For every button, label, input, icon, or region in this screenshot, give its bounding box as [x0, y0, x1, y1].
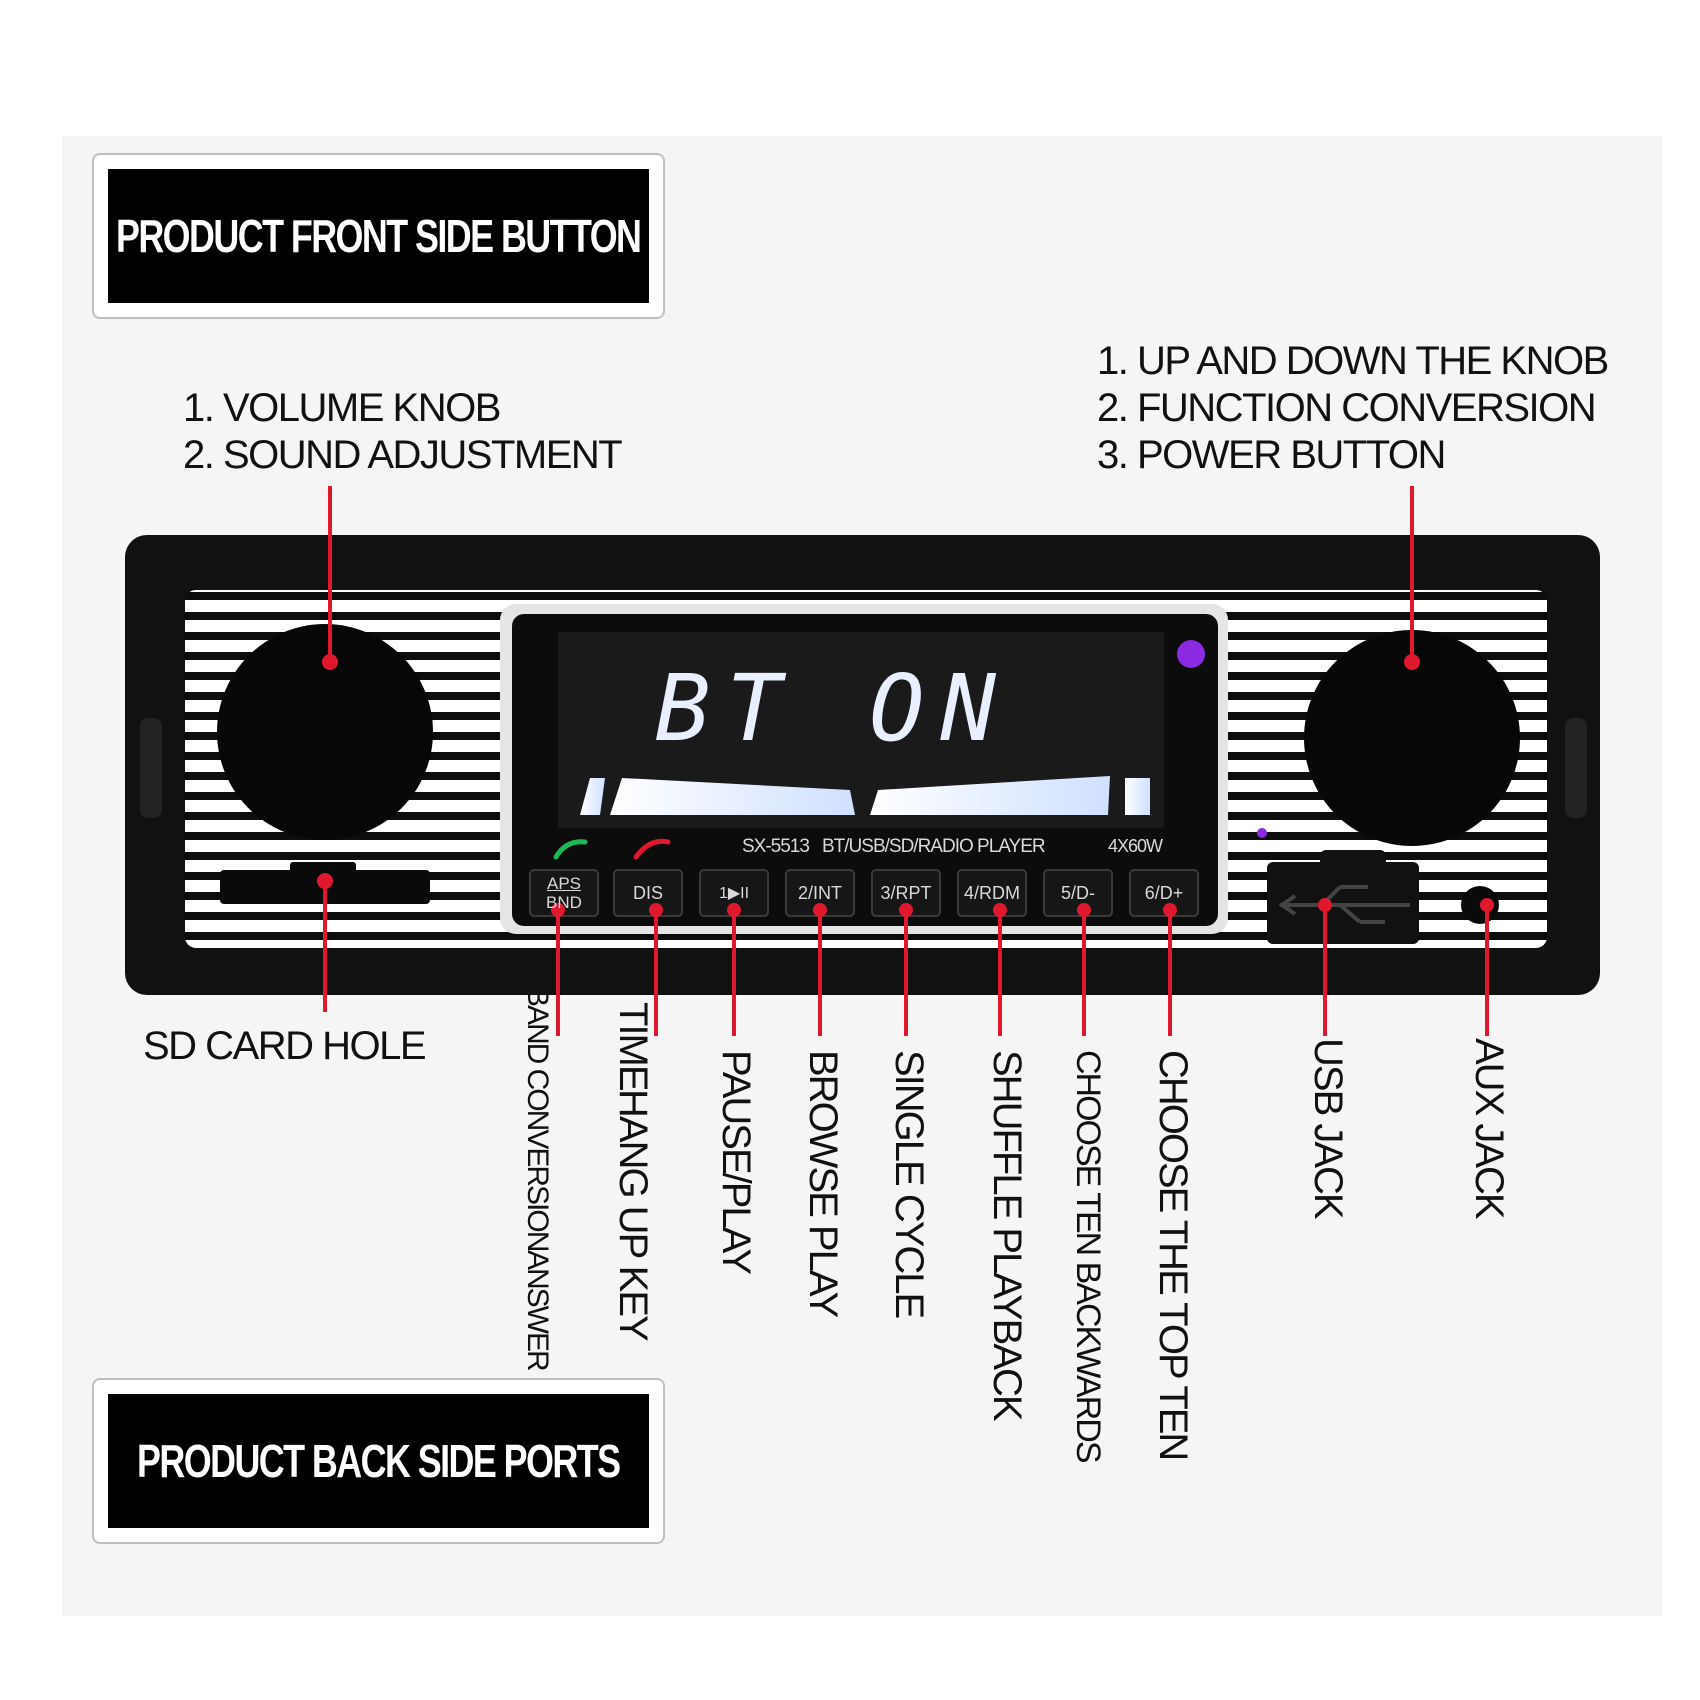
rpt-button[interactable]: 3/RPT [872, 870, 940, 916]
answer-call-icon [553, 839, 588, 860]
callout-sound-adjustment: 2. SOUND ADJUSTMENT [183, 433, 623, 477]
aps-bnd-button[interactable]: APS BND [530, 870, 598, 916]
back-title: PRODUCT BACK SIDE PORTS [137, 1435, 621, 1487]
rpt-label: 3/RPT [880, 882, 932, 903]
hangup-call-icon [633, 838, 671, 860]
aps-label: APS [546, 874, 582, 893]
rdm-button[interactable]: 4/RDM [958, 870, 1026, 916]
d-plus-label: 6/D+ [1144, 882, 1184, 903]
pointer-lines [323, 486, 1489, 1036]
right-callout: 1. UP AND DOWN THE KNOB 2. FUNCTION CONV… [1097, 338, 1609, 479]
purple-indicator [1177, 640, 1205, 668]
pointer-dots [317, 654, 1494, 917]
player-type-label: BT/USB/SD/RADIO PLAYER [822, 836, 1046, 857]
int-button[interactable]: 2/INT [786, 870, 854, 916]
hangup-label-group: HANG UP KEY TIME [611, 1002, 655, 1340]
front-title: PRODUCT FRONT SIDE BUTTON [116, 210, 642, 262]
indicator-dot [1257, 828, 1267, 838]
eq-bars [580, 776, 1150, 815]
rdm-label: 4/RDM [963, 882, 1020, 903]
volume-knob [217, 624, 433, 840]
play-pause-label: 1▶II [718, 885, 750, 902]
time-label: TIME [611, 1001, 655, 1090]
usb-jack-label: USB JACK [1306, 1038, 1350, 1218]
dis-label: DIS [632, 882, 663, 903]
bnd-label: BND [546, 893, 582, 912]
d-plus-button[interactable]: 6/D+ [1130, 870, 1198, 916]
aux-jack-label: AUX JACK [1467, 1038, 1511, 1218]
callout-volume-knob: 1. VOLUME KNOB [183, 386, 501, 430]
d-minus-label: 5/D- [1060, 882, 1095, 903]
lcd-text: BT ON [655, 655, 1012, 762]
band-conversion-label: BAND CONVERSION [521, 986, 554, 1251]
front-title-box: PRODUCT FRONT SIDE BUTTON [92, 153, 665, 319]
power-label: 4X60W [1108, 836, 1163, 856]
d-minus-button[interactable]: 5/D- [1044, 870, 1112, 916]
answer-label: ANSWER [521, 1250, 554, 1370]
dis-button[interactable]: DIS [614, 870, 682, 916]
callout-power-button: 3. POWER BUTTON [1097, 433, 1446, 477]
button-row [529, 869, 1199, 917]
back-title-box: PRODUCT BACK SIDE PORTS [92, 1378, 665, 1544]
power-knob [1304, 630, 1520, 846]
hang-up-key-label: HANG UP KEY [611, 1089, 655, 1340]
callout-function-conversion: 2. FUNCTION CONVERSION [1097, 386, 1597, 430]
choose-top-ten-label: CHOOSE THE TOP TEN [1151, 1050, 1195, 1460]
play-pause-button[interactable]: 1▶II [700, 870, 768, 916]
int-label: 2/INT [797, 882, 842, 903]
callout-up-down-knob: 1. UP AND DOWN THE KNOB [1097, 339, 1609, 383]
single-cycle-label: SINGLE CYCLE [887, 1050, 931, 1318]
answer-label-group: ANSWER BAND CONVERSION [520, 987, 554, 1370]
sd-card-label: SD CARD HOLE [143, 1024, 427, 1068]
model-label: SX-5513 [742, 836, 810, 857]
browse-play-label: BROWSE PLAY [801, 1050, 845, 1317]
shuffle-playback-label: SHUFFLE PLAYBACK [985, 1050, 1029, 1420]
choose-ten-backwards-label: CHOOSE TEN BACKWARDS [1069, 1050, 1107, 1462]
left-callout: 1. VOLUME KNOB 2. SOUND ADJUSTMENT [183, 385, 623, 479]
pause-play-label: PAUSE/PLAY [714, 1050, 758, 1274]
